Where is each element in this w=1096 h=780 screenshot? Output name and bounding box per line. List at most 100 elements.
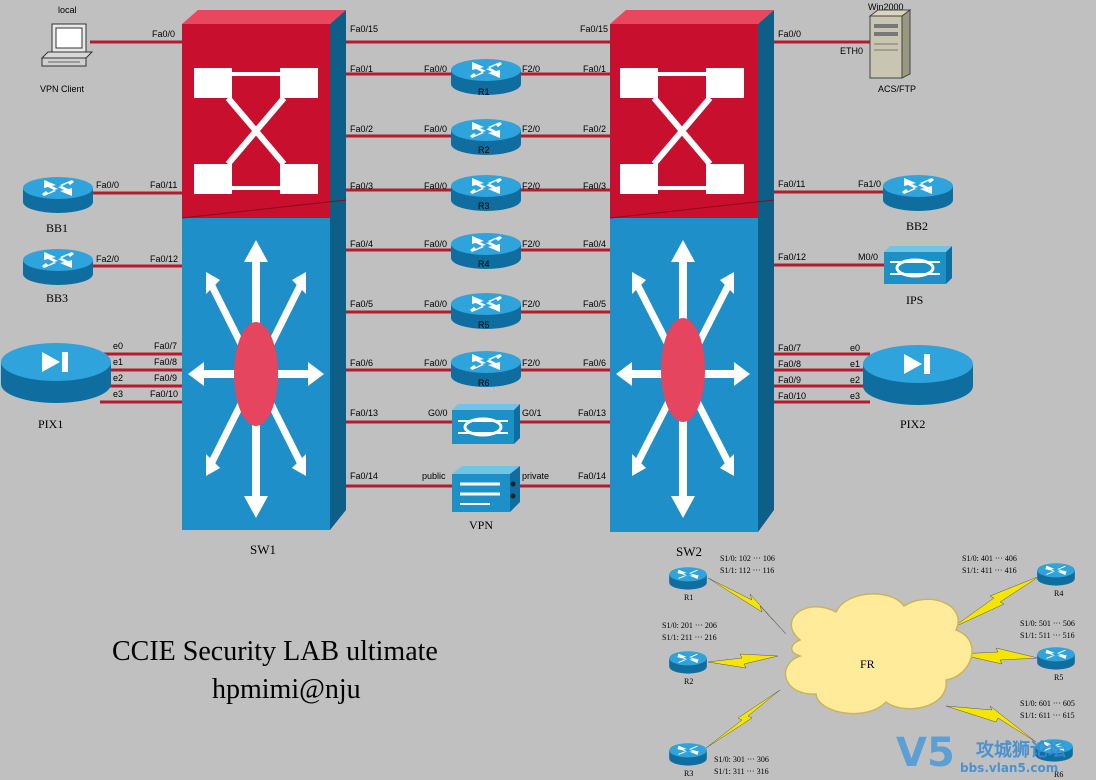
router-r4[interactable]: R4	[451, 233, 521, 269]
vpn-sw2-if: Fa0/14	[578, 471, 606, 481]
r1-left-if: Fa0/0	[424, 64, 447, 74]
fr-r4-s11: S1/1: 411 ··· 416	[962, 566, 1017, 575]
firewall-pix2[interactable]: PIX2 Fa0/7 Fa0/8 Fa0/9 Fa0/10 e0 e1 e2 e…	[778, 343, 973, 431]
router-r1[interactable]: R1	[451, 59, 521, 97]
pix-firewall-icon	[1, 343, 111, 403]
ips-sensor-icon	[884, 246, 952, 284]
acs-label: ACS/FTP	[878, 84, 916, 94]
bb1-label: BB1	[46, 221, 68, 235]
switch-multilayer-arrows-icon	[616, 240, 750, 518]
pix1-e3-if: e3	[113, 389, 123, 399]
fr-r2-label: R2	[684, 677, 693, 686]
router-label: R2	[478, 145, 490, 155]
bb2-dev-if: Fa1/0	[858, 179, 881, 189]
acs-top-label: Win2000	[868, 2, 904, 12]
fr-router-r3[interactable]: R3 S1/0: 301 ··· 306 S1/1: 311 ··· 316	[669, 743, 769, 778]
fr-r4-label: R4	[1054, 589, 1063, 598]
cloud-label: FR	[860, 657, 875, 671]
fr-router-r6[interactable]: R6 S1/0: 601 ··· 605 S1/1: 611 ··· 615	[1020, 699, 1075, 779]
asa-sw2-if: Fa0/13	[578, 408, 606, 418]
fr-router-r4[interactable]: R4 S1/0: 401 ··· 406 S1/1: 411 ··· 416	[962, 554, 1075, 598]
r2-right-if: F2/0	[522, 124, 540, 134]
router-interface-labels: Fa0/1 Fa0/0 F2/0 Fa0/1 Fa0/2 Fa0/0 F2/0 …	[350, 64, 606, 368]
pix1-fa010: Fa0/10	[150, 389, 178, 399]
r6-sw2-if: Fa0/6	[583, 358, 606, 368]
pix2-e1-if: e1	[850, 359, 860, 369]
pc-icon	[40, 23, 94, 67]
fr-r1-label: R1	[684, 593, 693, 602]
switch-sw1[interactable]	[181, 10, 347, 530]
fr-r1-s10: S1/0: 102 ··· 106	[720, 554, 775, 563]
frame-relay-cloud[interactable]: FR	[784, 593, 973, 715]
pix-firewall-icon	[863, 345, 973, 405]
pix1-label: PIX1	[38, 417, 63, 431]
pix2-e2-if: e2	[850, 375, 860, 385]
r4-right-if: F2/0	[522, 239, 540, 249]
vpn-client-sw1-if: Fa0/0	[152, 29, 175, 39]
sw1-label: SW1	[250, 542, 276, 557]
bb3-sw-if: Fa0/12	[150, 254, 178, 264]
ips-sensor[interactable]: IPS Fa0/12 M0/0	[778, 246, 952, 307]
acs-ftp-server[interactable]: Win2000 ACS/FTP Fa0/0 ETH0	[778, 2, 916, 94]
lab-author: hpmimi@nju	[212, 674, 361, 705]
r2-left-if: Fa0/0	[424, 124, 447, 134]
router-label: R6	[478, 378, 490, 388]
serial-link-r2	[707, 653, 779, 669]
pix2-fa09: Fa0/9	[778, 375, 801, 385]
frame-relay-section: FR R1 S1/0: 102 ··· 106 S1/1: 112 ··· 11…	[662, 554, 1075, 779]
router-icon	[669, 567, 707, 590]
router-r6[interactable]: R6	[451, 351, 521, 388]
router-bb2[interactable]: BB2 Fa0/11 Fa1/0	[778, 175, 953, 233]
serial-link-r1	[707, 577, 787, 635]
watermark-url: bbs.vlan5.com	[960, 761, 1058, 775]
r5-sw1-if: Fa0/5	[350, 299, 373, 309]
switch-crossed-arrows-icon	[620, 68, 744, 194]
vpn-sw1-if: Fa0/14	[350, 471, 378, 481]
acs-dev-if: ETH0	[840, 46, 863, 56]
serial-link-r6	[945, 705, 1037, 743]
fr-router-r5[interactable]: R5 S1/0: 501 ··· 506 S1/1: 511 ··· 516	[1020, 619, 1075, 682]
pix2-fa08: Fa0/8	[778, 359, 801, 369]
sw2-label: SW2	[676, 544, 702, 559]
router-r5[interactable]: R5	[451, 293, 521, 330]
pix1-fa09: Fa0/9	[154, 373, 177, 383]
fr-router-r1[interactable]: R1 S1/0: 102 ··· 106 S1/1: 112 ··· 116	[669, 554, 775, 602]
router-label: R5	[478, 320, 490, 330]
vpn-concentrator[interactable]: VPN Fa0/14 public private Fa0/14	[350, 466, 606, 532]
router-label: R4	[478, 259, 490, 269]
trunk-sw2-if: Fa0/15	[580, 24, 608, 34]
asa-left-if: G0/0	[428, 408, 448, 418]
router-bb1[interactable]: BB1 Fa0/0 Fa0/11	[23, 177, 177, 235]
bb1-sw-if: Fa0/11	[150, 180, 177, 190]
vpn-client[interactable]: local VPN Client Fa0/0	[40, 5, 175, 94]
r3-right-if: F2/0	[522, 181, 540, 191]
bb3-dev-if: Fa2/0	[96, 254, 119, 264]
fr-r2-s10: S1/0: 201 ··· 206	[662, 621, 717, 630]
r3-left-if: Fa0/0	[424, 181, 447, 191]
router-bb3[interactable]: BB3 Fa2/0 Fa0/12	[23, 249, 178, 305]
pix1-e2-if: e2	[113, 373, 123, 383]
ips-dev-if: M0/0	[858, 252, 878, 262]
vpn-concentrator-icon	[452, 466, 520, 512]
r5-left-if: Fa0/0	[424, 299, 447, 309]
fr-r5-s10: S1/0: 501 ··· 506	[1020, 619, 1075, 628]
serial-links	[705, 575, 1041, 749]
r1-right-if: F2/0	[522, 64, 540, 74]
fr-r4-s10: S1/0: 401 ··· 406	[962, 554, 1017, 563]
fr-r6-s10: S1/0: 601 ··· 605	[1020, 699, 1075, 708]
pix1-fa08: Fa0/8	[154, 357, 177, 367]
fr-r3-s11: S1/1: 311 ··· 316	[714, 767, 769, 776]
pix2-e0-if: e0	[850, 343, 860, 353]
fr-router-r2[interactable]: R2 S1/0: 201 ··· 206 S1/1: 211 ··· 216	[662, 621, 717, 686]
bb3-label: BB3	[46, 291, 68, 305]
vpn-client-top-label: local	[58, 5, 77, 15]
router-r3[interactable]: R3	[451, 175, 521, 211]
cloud-icon	[784, 593, 973, 715]
router-r2[interactable]: R2	[451, 119, 521, 155]
firewall-pix1[interactable]: PIX1 e0 e1 e2 e3 Fa0/7 Fa0/8 Fa0/9 Fa0/1…	[1, 341, 178, 431]
asa-firewall[interactable]: Fa0/13 G0/0 G0/1 Fa0/13	[350, 404, 606, 444]
switch-sw2[interactable]	[609, 10, 775, 532]
firewall-module-icon	[452, 404, 520, 444]
fr-r5-s11: S1/1: 511 ··· 516	[1020, 631, 1075, 640]
pix1-e1-if: e1	[113, 357, 123, 367]
